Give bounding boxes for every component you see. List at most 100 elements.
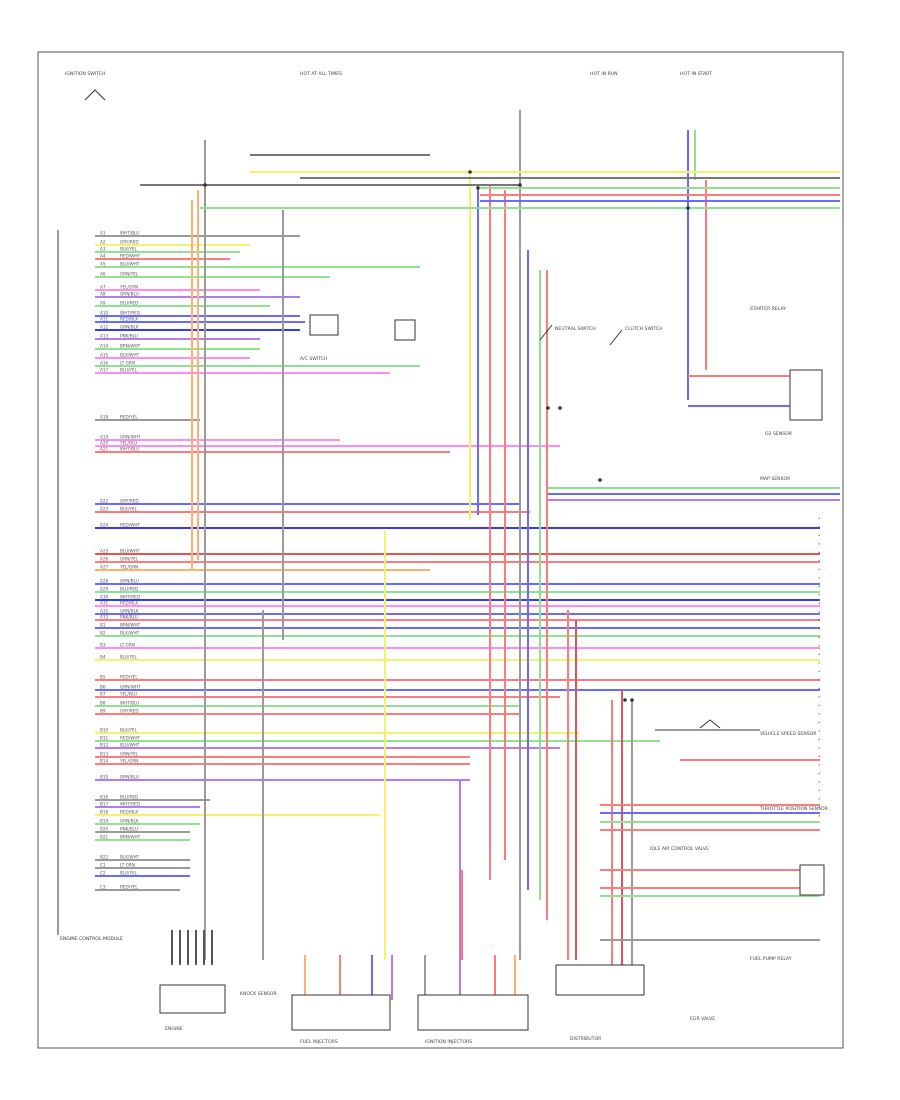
ignition-injectors-label: IGNITION INJECTORS: [425, 1039, 472, 1045]
ecm-pin-label: A23: [100, 507, 109, 512]
wire-color-code: BRN/WHT: [120, 835, 141, 840]
wire-layer: [57, 89, 840, 1000]
wire-color-code: YEL/GRN: [119, 285, 138, 290]
right-pin-tick: •: [818, 661, 820, 666]
right-pin-tick: •: [818, 814, 820, 819]
right-pin-tick: •: [818, 610, 820, 615]
ecm-pin-label: A11: [100, 317, 109, 322]
wire-color-code: GRN/YEL: [120, 752, 139, 757]
ignition-coil-box: [159, 984, 226, 1014]
fuel-pump-label: FUEL PUMP RELAY: [750, 956, 792, 962]
wire-color-code: BRN/WHT: [120, 344, 141, 349]
ac-switch-box: [309, 314, 339, 336]
wire-color-code: BRN/WHT: [120, 623, 141, 628]
ecm-pin-label: B5: [100, 675, 106, 680]
neutral-switch-contact: [539, 324, 553, 341]
ecm-pin-label: A22: [100, 499, 109, 504]
wire-color-code: WHT/RED: [120, 802, 140, 807]
egr-label: EGR VALVE: [690, 1016, 715, 1022]
splice-dot: [630, 698, 634, 702]
right-pin-tick: •: [818, 788, 820, 793]
wire-color-code: PNK/BLU: [120, 827, 138, 832]
wire-color-code: GRY/RED: [120, 240, 139, 245]
wire-color-code: RED/BLK: [120, 810, 138, 815]
wire-color-code: RED/WHT: [120, 736, 140, 741]
wire-color-code: WHT/RED: [120, 311, 140, 316]
ecm-pin-label: A14: [100, 344, 109, 349]
vss-label: VEHICLE SPEED SENSOR: [760, 731, 817, 737]
right-pin-tick: •: [818, 635, 820, 640]
wire-color-code: YEL/BLU: [119, 692, 137, 697]
right-pin-tick: •: [818, 550, 820, 555]
wire-color-code: GRN/BLK: [120, 819, 139, 824]
wire-color-code: LT GRN: [120, 643, 135, 648]
ecm-pin-label: C2: [100, 871, 106, 876]
wire-color-code: GRN/WHT: [120, 435, 141, 440]
wire-color-code: BLK/WHT: [120, 353, 140, 358]
wire-color-code: GRN/BLK: [120, 325, 139, 330]
ecm-pin-label: B13: [100, 752, 109, 757]
egr-contact: [699, 719, 721, 729]
ecm-pin-label: A5: [100, 262, 106, 267]
wire-color-code: YEL/GRN: [119, 565, 138, 570]
right-pin-tick: •: [818, 678, 820, 683]
right-pin-tick: •: [818, 746, 820, 751]
relay-box: [789, 369, 823, 421]
ac-switch-label: A/C SWITCH: [300, 356, 327, 362]
ecm-pin-label: A6: [100, 272, 106, 277]
ecm-pin-label: A15: [100, 353, 109, 358]
wire-color-code: RED/YEL: [120, 885, 138, 890]
ecm-pin-label: B20: [100, 827, 109, 832]
wire-color-code: BLK/YEL: [120, 728, 138, 733]
splice-dot: [476, 186, 480, 190]
ignition-injector-connector: [417, 994, 529, 1031]
ignition-switch-label: IGNITION SWITCH: [65, 71, 105, 77]
ecm-pin-label: C3: [100, 885, 106, 890]
ecm-pin-label: B2: [100, 631, 106, 636]
ecm-pin-label: A32: [100, 609, 109, 614]
wire-color-code: GRN/YEL: [120, 272, 139, 277]
wire-color-code: BLU/RED: [120, 301, 138, 306]
wire-color-code: BLU/YEL: [120, 871, 138, 876]
wire-color-code: GRN/YEL: [120, 557, 139, 562]
right-pin-tick: •: [818, 712, 820, 717]
clutch-switch-label: CLUTCH SWITCH: [625, 326, 663, 332]
wire-color-code: BLU/RED: [120, 795, 138, 800]
right-pin-tick: •: [818, 593, 820, 598]
right-pin-tick: •: [818, 567, 820, 572]
right-pin-tick: •: [818, 695, 820, 700]
ecm-pin-label: A7: [100, 285, 106, 290]
wire-color-code: RED/BLK: [120, 317, 138, 322]
wire-color-code: ORN/BLU: [120, 579, 139, 584]
wire-color-code: YEL/GRN: [119, 759, 138, 764]
ecm-pin-label: C1: [100, 863, 106, 868]
ecm-pin-label: A17: [100, 368, 109, 373]
bottom-component-label: ENGINE: [165, 1026, 183, 1032]
right-pin-tick: •: [818, 703, 820, 708]
component-layer: [159, 170, 825, 1031]
ignition-switch-contact: [84, 89, 106, 101]
right-pin-tick: •: [818, 729, 820, 734]
right-pin-tick: •: [818, 618, 820, 623]
ecm-pin-label: A31: [100, 601, 109, 606]
ecm-pin-label: B1: [100, 623, 106, 628]
ecm-pin-label: A9: [100, 301, 106, 306]
right-pin-tick: •: [818, 686, 820, 691]
wire-color-code: BLU/WHT: [120, 743, 140, 748]
ecm-pin-label: B12: [100, 743, 109, 748]
ecm-pin-label: A3: [100, 247, 106, 252]
wire-color-code: RED/WHT: [120, 523, 140, 528]
wire-color-code: YEL/BLU: [119, 441, 137, 446]
right-pin-tick: •: [818, 533, 820, 538]
ecm-pin-label: A29: [100, 587, 109, 592]
splice-dot: [558, 406, 562, 410]
neutral-switch-label: NEUTRAL SWITCH: [555, 326, 596, 332]
right-pin-tick: •: [818, 525, 820, 530]
wire-color-code: WHT/BLU: [120, 701, 139, 706]
splice-dot: [546, 406, 550, 410]
wire-color-code: LT GRN: [120, 863, 135, 868]
wire-color-code: BLU/WHT: [120, 262, 140, 267]
throttle-label: THROTTLE POSITION SENSOR: [759, 806, 829, 812]
